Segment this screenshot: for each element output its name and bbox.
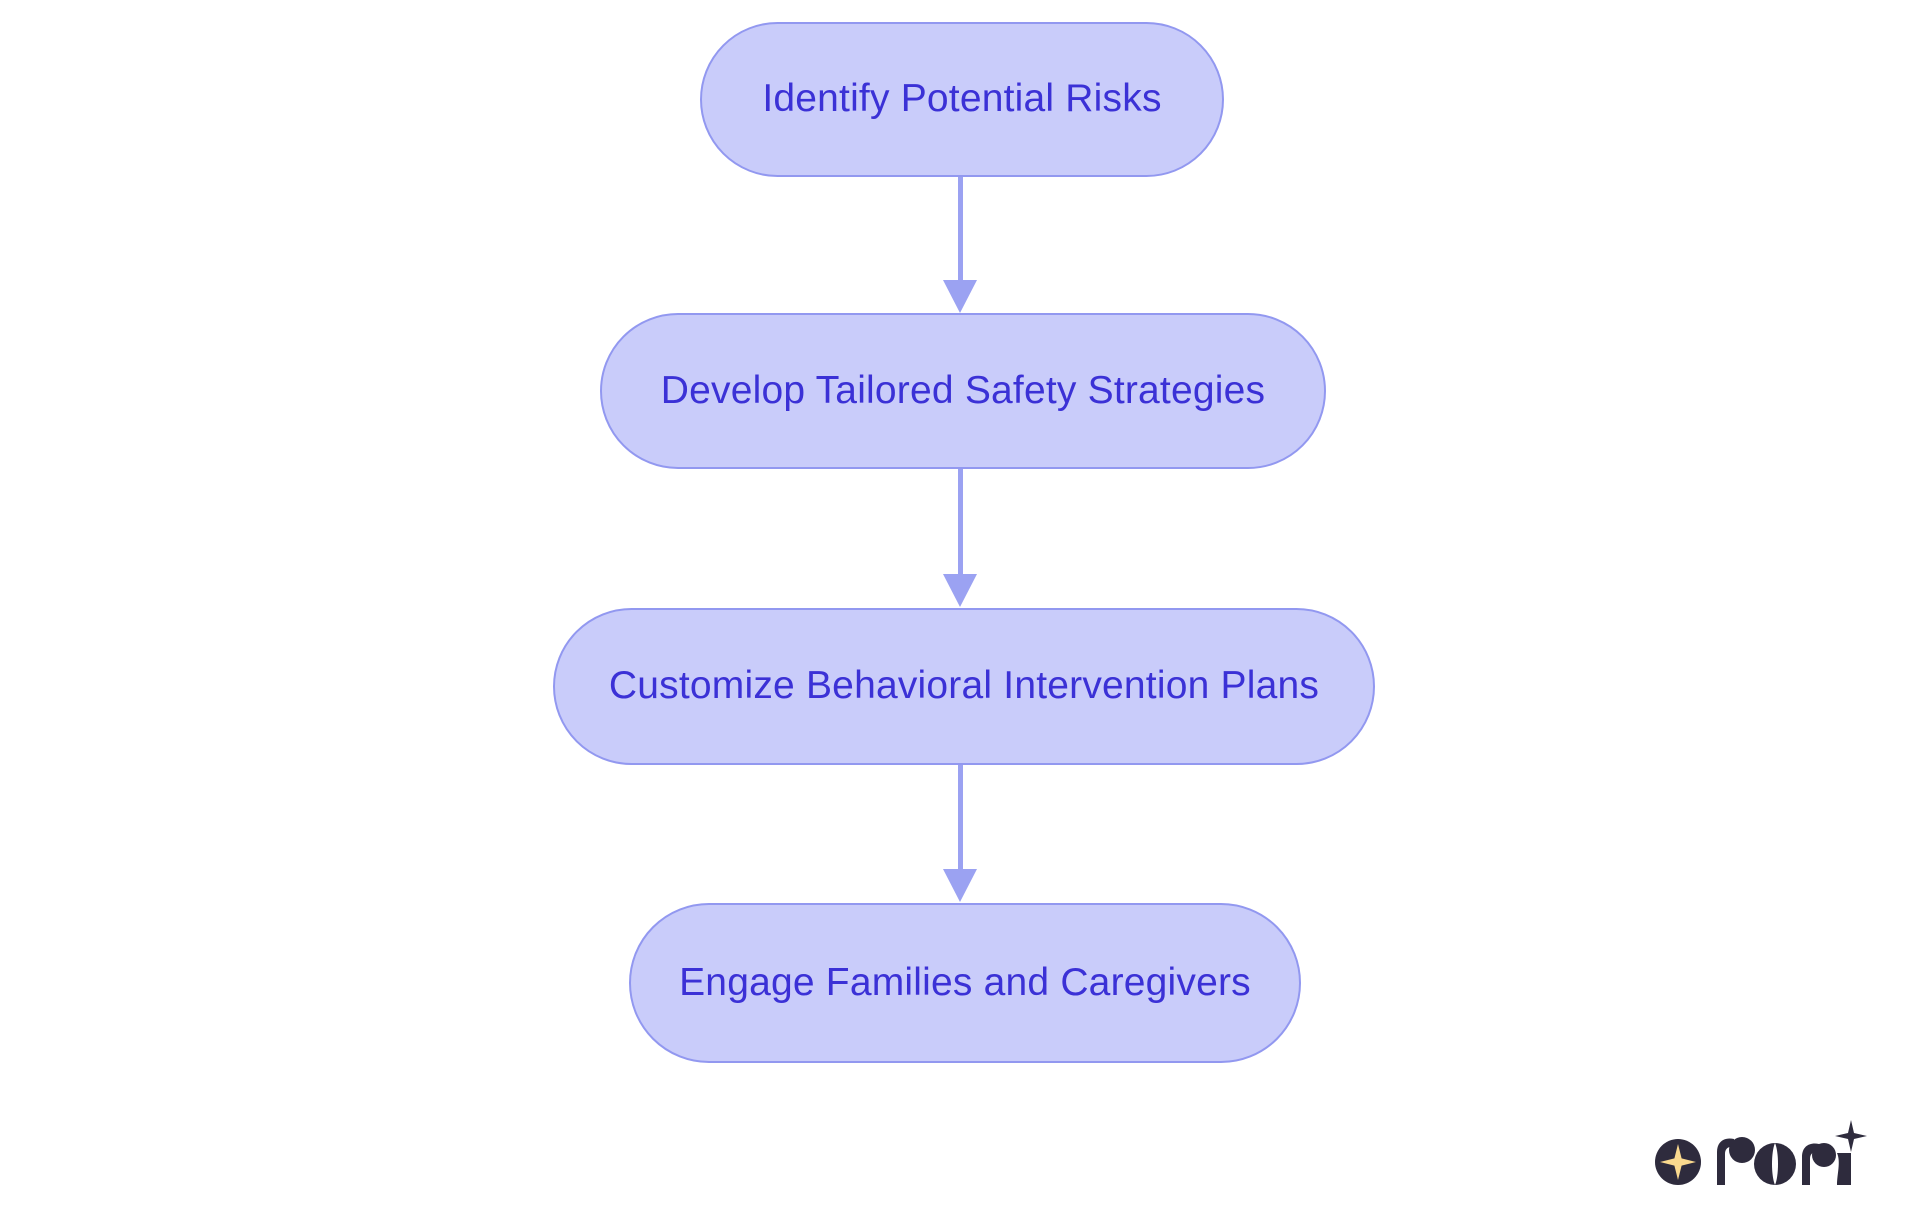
rori-letter-i [1837, 1153, 1851, 1185]
flow-node-label: Identify Potential Risks [762, 77, 1162, 121]
arrow-head-icon [943, 280, 977, 313]
flow-node-develop-tailored-safety-strategies[interactable]: Develop Tailored Safety Strategies [600, 313, 1326, 469]
flow-arrow-1-to-2 [940, 177, 980, 313]
rori-star-mark-icon [1655, 1139, 1701, 1185]
rori-letter-r2 [1802, 1143, 1836, 1185]
flow-node-label: Customize Behavioral Intervention Plans [608, 664, 1320, 708]
flow-node-engage-families-and-caregivers[interactable]: Engage Families and Caregivers [629, 903, 1301, 1063]
rori-letter-o [1754, 1143, 1796, 1185]
arrow-stem [957, 177, 963, 281]
rori-logo [1655, 1120, 1867, 1185]
flow-node-identify-potential-risks[interactable]: Identify Potential Risks [700, 22, 1224, 177]
arrow-head-icon [943, 869, 977, 902]
flow-arrow-2-to-3 [940, 469, 980, 608]
rori-letter-r1 [1717, 1137, 1755, 1185]
flow-node-customize-behavioral-intervention-plans[interactable]: Customize Behavioral Intervention Plans [553, 608, 1375, 765]
rori-sparkle-icon [1835, 1120, 1867, 1152]
flow-arrow-3-to-4 [940, 765, 980, 903]
flow-node-label: Develop Tailored Safety Strategies [660, 368, 1266, 412]
arrow-stem [957, 469, 963, 575]
arrow-stem [957, 765, 963, 870]
arrow-head-icon [943, 574, 977, 607]
flow-node-label: Engage Families and Caregivers [679, 960, 1251, 1004]
